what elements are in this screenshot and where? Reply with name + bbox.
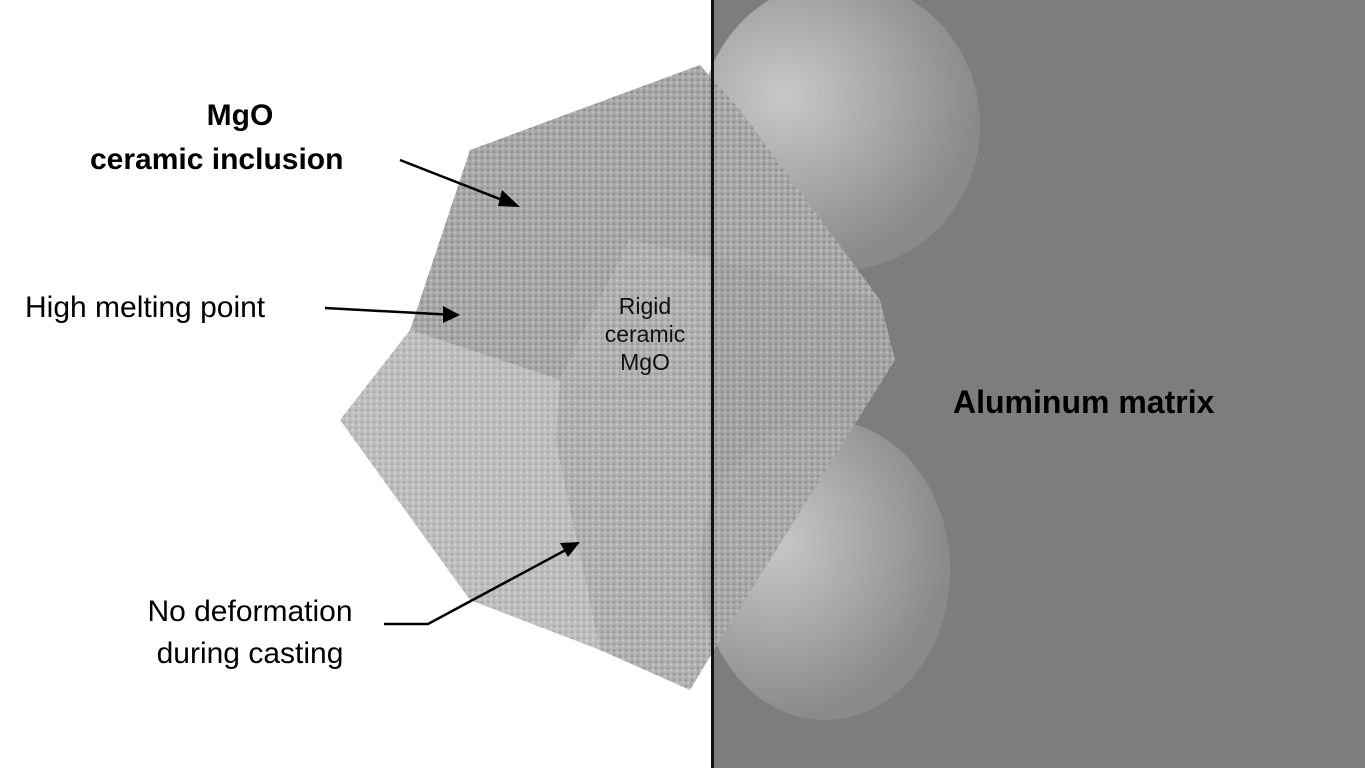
divider-line (711, 0, 714, 768)
arrow-no-deformation (384, 543, 576, 626)
high-melting-label: High melting point (25, 291, 266, 324)
inner-label: Rigid ceramic MgO (580, 292, 710, 376)
arrowhead-mgo (498, 190, 520, 207)
mgo-subtitle: ceramic inclusion (90, 143, 344, 176)
cube-left-face (340, 330, 600, 650)
no-deformation-label-1: No deformation (147, 595, 353, 628)
arrowhead-high-melting (443, 306, 460, 323)
cube-front-face (555, 240, 895, 690)
inner-label-line-3: MgO (620, 349, 670, 375)
arrowhead-no-deformation (560, 542, 580, 557)
no-deformation-label-2: during casting (156, 637, 344, 670)
mgo-title: MgO (206, 99, 274, 132)
aluminum-matrix-label: Aluminum matrix (953, 384, 1215, 420)
arrow-high-melting (324, 306, 456, 317)
inner-label-line-1: Rigid (618, 293, 672, 319)
inner-label-line-2: ceramic (604, 321, 686, 347)
arrow-mgo (399, 158, 516, 207)
cube-top-face (410, 65, 880, 380)
